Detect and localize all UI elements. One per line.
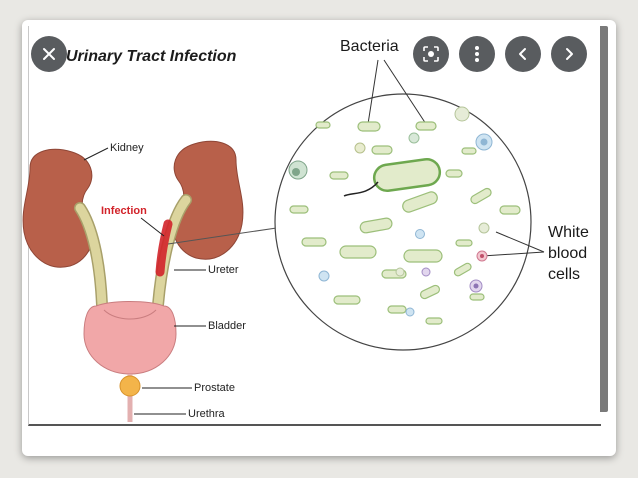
label-white-blood-cells: White blood cells xyxy=(548,222,589,285)
bladder xyxy=(83,301,177,375)
label-wbc-line-1: White xyxy=(548,224,589,241)
bacteria-group xyxy=(289,121,521,325)
label-prostate: Prostate xyxy=(194,382,235,394)
lens-icon xyxy=(423,46,439,62)
more-options-button[interactable] xyxy=(459,36,495,72)
more-vert-icon xyxy=(475,46,479,62)
large-bacterium xyxy=(372,157,442,193)
previous-button[interactable] xyxy=(505,36,541,72)
diagram-title: Urinary Tract Infection xyxy=(66,48,237,65)
chevron-left-icon xyxy=(519,48,526,60)
label-urethra: Urethra xyxy=(188,408,225,420)
label-bacteria: Bacteria xyxy=(340,38,399,55)
left-ureter-inner xyxy=(75,203,107,310)
close-icon xyxy=(43,48,55,60)
next-button[interactable] xyxy=(551,36,587,72)
label-infection: Infection xyxy=(101,205,147,217)
magnified-view xyxy=(274,93,532,351)
label-ureter: Ureter xyxy=(208,264,239,276)
cells-group xyxy=(288,106,493,317)
label-bladder: Bladder xyxy=(208,320,246,332)
label-wbc-line-3: cells xyxy=(548,266,581,283)
lens-button[interactable] xyxy=(413,36,449,72)
chevron-right-icon xyxy=(566,48,573,60)
label-wbc-line-2: blood xyxy=(548,245,588,262)
infection-highlight xyxy=(155,219,173,277)
label-kidney: Kidney xyxy=(110,142,144,154)
close-button[interactable] xyxy=(31,36,67,72)
prostate xyxy=(119,375,141,397)
image-edge-strip xyxy=(600,26,608,412)
